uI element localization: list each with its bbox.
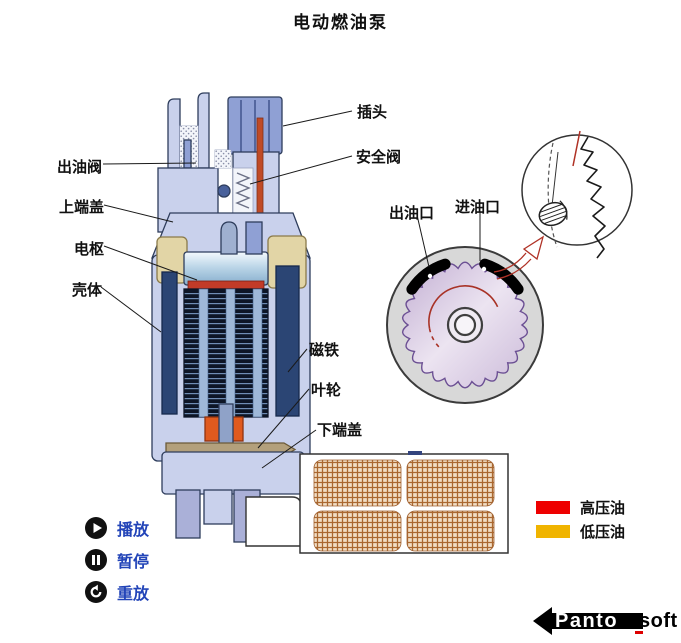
roller-detail	[538, 200, 568, 227]
zoom-callout-arrow	[493, 235, 545, 280]
low-pressure-swatch	[536, 525, 570, 538]
legend-high-pressure: 高压油	[536, 497, 625, 518]
magnet-left	[161, 271, 178, 415]
gear-tooth-profile	[580, 136, 606, 259]
impeller-end-view	[386, 246, 544, 404]
rotation-arrow	[428, 285, 499, 329]
replay-icon[interactable]	[84, 580, 108, 604]
high-pressure-swatch	[536, 501, 570, 514]
callout-lower-end-cap: 下端盖	[317, 422, 363, 439]
low-pressure-label: 低压油	[580, 524, 626, 541]
logo-red-mark	[635, 631, 643, 634]
high-pressure-label: 高压油	[580, 500, 626, 517]
coil-section	[406, 459, 495, 507]
coil-section	[313, 459, 402, 507]
callout-outlet-valve: 出油阀	[56, 159, 102, 176]
commutator	[187, 280, 265, 290]
leader-lines	[100, 110, 481, 469]
oil-inlet-port	[479, 258, 524, 295]
tooth-detail-view	[521, 130, 633, 259]
pump-body	[151, 92, 311, 543]
safety-valve-spring	[235, 172, 251, 209]
callout-magnet: 磁铁	[309, 342, 340, 359]
callout-safety-valve: 安全阀	[356, 149, 402, 166]
play-button[interactable]: 播放	[84, 516, 149, 540]
callout-oil-inlet: 进油口	[455, 199, 501, 216]
play-label[interactable]: 播放	[117, 522, 150, 539]
lower-end-cap	[161, 451, 305, 495]
callout-impeller: 叶轮	[311, 382, 342, 399]
coil-section	[313, 510, 402, 552]
callout-housing: 壳体	[71, 282, 102, 299]
page-title: 电动燃油泵	[293, 13, 388, 32]
callout-upper-end-cap: 上端盖	[58, 199, 104, 216]
logo-arrow-icon	[533, 607, 643, 635]
legend-low-pressure: 低压油	[536, 521, 625, 542]
terminal-rod	[256, 117, 264, 221]
outlet-pipe	[167, 98, 181, 169]
logo-text-soft: soft	[639, 610, 678, 632]
pantosoft-logo: Panto soft	[531, 604, 681, 640]
replay-label[interactable]: 重放	[117, 586, 150, 603]
pause-button[interactable]: 暂停	[84, 548, 149, 572]
pause-label[interactable]: 暂停	[117, 554, 150, 571]
logo-text-panto: Panto	[555, 610, 619, 632]
magnet-right	[275, 265, 300, 417]
inlet-foot	[245, 496, 302, 547]
play-icon[interactable]	[84, 516, 108, 540]
replay-button[interactable]: 重放	[84, 580, 149, 604]
callout-armature: 电枢	[73, 241, 104, 258]
winding-box	[299, 451, 509, 554]
coil-section	[406, 510, 495, 552]
callout-oil-outlet: 出油口	[389, 205, 435, 222]
callout-plug: 插头	[357, 104, 388, 121]
pause-icon[interactable]	[84, 548, 108, 572]
oil-outlet-port	[406, 258, 451, 295]
